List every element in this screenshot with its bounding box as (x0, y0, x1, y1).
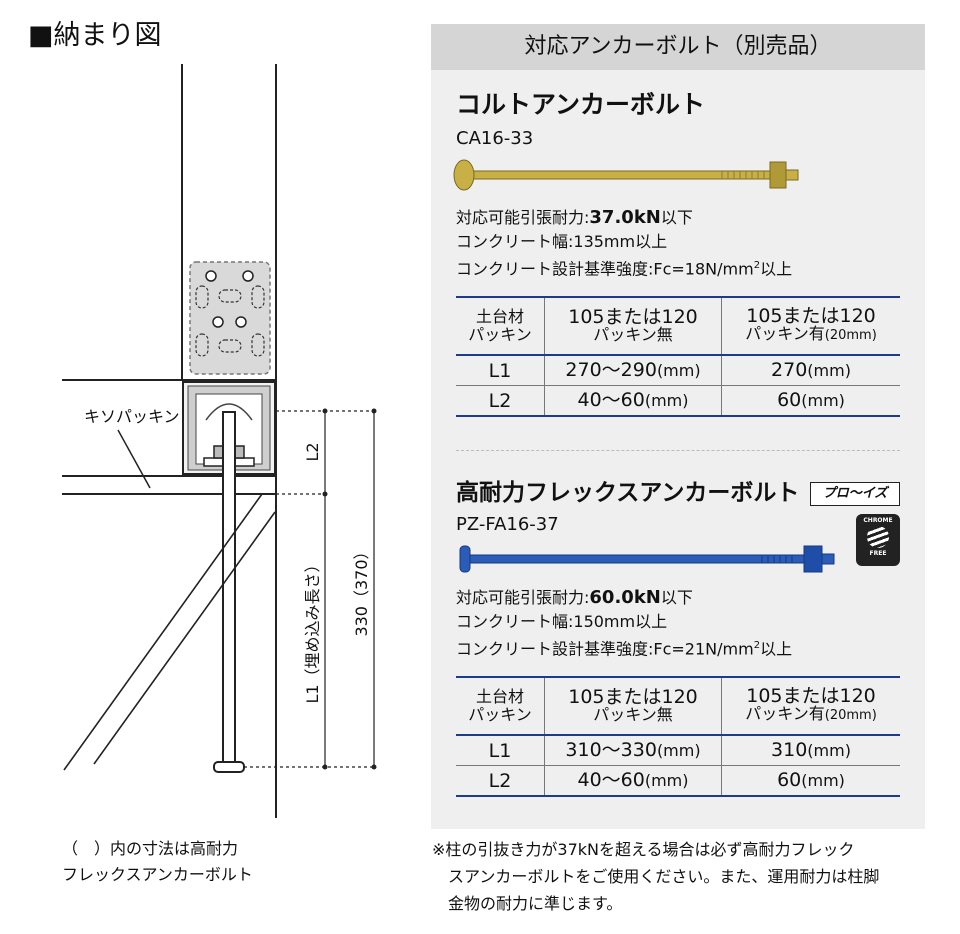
packing-label: キソパッキン (84, 407, 180, 426)
note-line-2: フレックスアンカーボルト (62, 865, 253, 884)
dim-l2-label: L2 (303, 442, 322, 461)
product-1-bolt-image (453, 159, 799, 191)
dim-total-label: 330（370） (352, 543, 371, 636)
product-1-specs: 対応可能引張耐力:37.0kN以下 コンクリート幅:135mm以上 コンクリート… (456, 206, 792, 281)
product-1-width: コンクリート幅:135mm以上 (456, 232, 668, 251)
product-divider (456, 450, 900, 451)
hardware-plate (189, 261, 271, 375)
bolt-nut (803, 545, 823, 573)
pro-wise-badge: プロ〜イズ (810, 482, 900, 506)
table-row: L2 40〜60(mm) 60(mm) (456, 765, 900, 797)
product-1-strength: 対応可能引張耐力:37.0kN以下 (456, 207, 693, 228)
footnote-line-2: スアンカーボルトをご使用ください。また、運用耐力は柱脚 (448, 867, 880, 886)
note-line-1: （ ）内の寸法は高耐力 (62, 839, 239, 858)
table-row: L1 270〜290(mm) 270(mm) (456, 355, 900, 386)
globe-icon (867, 526, 889, 548)
footnote-line-3: 金物の耐力に準じます。 (448, 894, 623, 913)
footnote: ※柱の引抜き力が37kNを超える場合は必ず高耐力フレック スアンカーボルトをご使… (432, 836, 879, 917)
product-1-code: CA16-33 (456, 128, 534, 149)
bolt-head (459, 545, 471, 573)
product-2-design-strength: コンクリート設計基準強度:Fc=21N/mm2以上 (456, 639, 793, 659)
chrome-free-badge: CHROME FREE (856, 514, 900, 566)
installation-diagram: キソパッキン L2 L1（埋め込み長さ） 330（370） (62, 64, 377, 818)
table-row: L2 40〜60(mm) 60(mm) (456, 385, 900, 417)
product-2-name: 高耐力フレックスアンカーボルト (456, 480, 800, 506)
dimension-note: （ ）内の寸法は高耐力 フレックスアンカーボルト (62, 836, 253, 888)
product-1-design-strength: コンクリート設計基準強度:Fc=18N/mm2以上 (456, 259, 793, 279)
product-2-code: PZ-FA16-37 (456, 514, 559, 535)
product-2-strength: 対応可能引張耐力:60.0kN以下 (456, 587, 693, 608)
packing-leader (117, 429, 151, 489)
table-row: L1 310〜330(mm) 310(mm) (456, 735, 900, 766)
product-2-specs: 対応可能引張耐力:60.0kN以下 コンクリート幅:150mm以上 コンクリート… (456, 586, 792, 661)
concrete-hatch (63, 493, 276, 771)
bolt-nut (769, 161, 787, 189)
section-title: ■納まり図 (28, 20, 162, 51)
product-2-width: コンクリート幅:150mm以上 (456, 612, 668, 631)
dim-l1-label: L1（埋め込み長さ） (303, 556, 322, 703)
panel-header: 対応アンカーボルト（別売品） (431, 24, 925, 70)
product-2-bolt-image (459, 545, 835, 573)
bolt-head (453, 159, 475, 191)
footnote-line-1: ※柱の引抜き力が37kNを超える場合は必ず高耐力フレック (432, 840, 855, 859)
anchor-bolt-head (213, 761, 245, 773)
product-1-name: コルトアンカーボルト (456, 90, 706, 119)
bolt-shaft (465, 170, 777, 180)
anchor-bolt-shaft (222, 411, 236, 765)
